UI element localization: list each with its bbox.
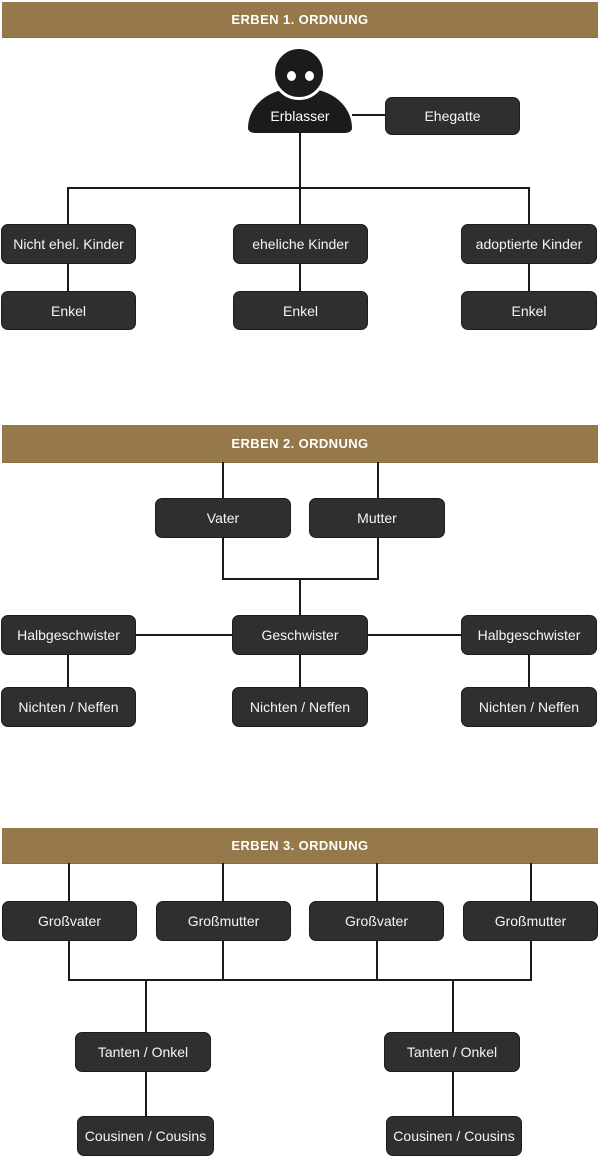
connector — [136, 634, 232, 636]
node-grandmother-2: Großmutter — [463, 901, 598, 941]
node-grandfather-1: Großvater — [2, 901, 137, 941]
node-grandchild-2: Enkel — [233, 291, 368, 330]
person-eye-right — [305, 71, 314, 81]
node-cousins-left: Cousinen / Cousins — [77, 1116, 214, 1156]
connector — [376, 863, 378, 901]
connector — [222, 941, 224, 981]
connector-spouse — [352, 114, 385, 116]
node-aunts-uncles-left: Tanten / Onkel — [75, 1032, 211, 1072]
connector — [452, 1072, 454, 1116]
connector — [528, 264, 530, 291]
connector — [299, 187, 301, 224]
connector — [222, 462, 224, 498]
node-nieces-2: Nichten / Neffen — [232, 687, 368, 727]
node-grandchild-1: Enkel — [1, 291, 136, 330]
connector — [222, 538, 224, 580]
node-nieces-3: Nichten / Neffen — [461, 687, 597, 727]
connector — [376, 941, 378, 981]
node-sibling: Geschwister — [232, 615, 368, 655]
connector — [67, 655, 69, 687]
node-child-3: adoptierte Kinder — [461, 224, 597, 264]
section-1-header: ERBEN 1. ORDNUNG — [2, 2, 598, 38]
connector — [530, 863, 532, 901]
connector — [528, 655, 530, 687]
node-spouse: Ehegatte — [385, 97, 520, 135]
connector — [67, 187, 530, 189]
node-child-1: Nicht ehel. Kinder — [1, 224, 136, 264]
connector — [68, 941, 70, 981]
connector — [528, 187, 530, 224]
person-eye-left — [287, 71, 296, 81]
node-aunts-uncles-right: Tanten / Onkel — [384, 1032, 520, 1072]
node-mother: Mutter — [309, 498, 445, 538]
person-label: Erblasser — [270, 108, 330, 124]
person-head-shape — [272, 46, 326, 100]
node-halfsibling-right: Halbgeschwister — [461, 615, 597, 655]
connector — [530, 941, 532, 981]
section-3-header: ERBEN 3. ORDNUNG — [2, 828, 598, 864]
section-2-header: ERBEN 2. ORDNUNG — [2, 425, 598, 463]
connector — [67, 187, 69, 224]
node-grandchild-3: Enkel — [461, 291, 597, 330]
connector — [377, 462, 379, 498]
node-nieces-1: Nichten / Neffen — [1, 687, 136, 727]
connector — [222, 863, 224, 901]
connector — [68, 979, 532, 981]
connector — [68, 863, 70, 901]
connector — [67, 264, 69, 291]
node-grandmother-1: Großmutter — [156, 901, 291, 941]
connector — [299, 264, 301, 291]
connector — [299, 133, 301, 188]
connector — [299, 578, 301, 615]
connector — [145, 1072, 147, 1116]
node-cousins-right: Cousinen / Cousins — [386, 1116, 522, 1156]
connector — [377, 538, 379, 580]
connector — [368, 634, 461, 636]
connector — [145, 979, 147, 1032]
node-grandfather-2: Großvater — [309, 901, 444, 941]
connector — [299, 655, 301, 687]
node-halfsibling-left: Halbgeschwister — [1, 615, 136, 655]
connector — [452, 979, 454, 1032]
node-child-2: eheliche Kinder — [233, 224, 368, 264]
node-father: Vater — [155, 498, 291, 538]
